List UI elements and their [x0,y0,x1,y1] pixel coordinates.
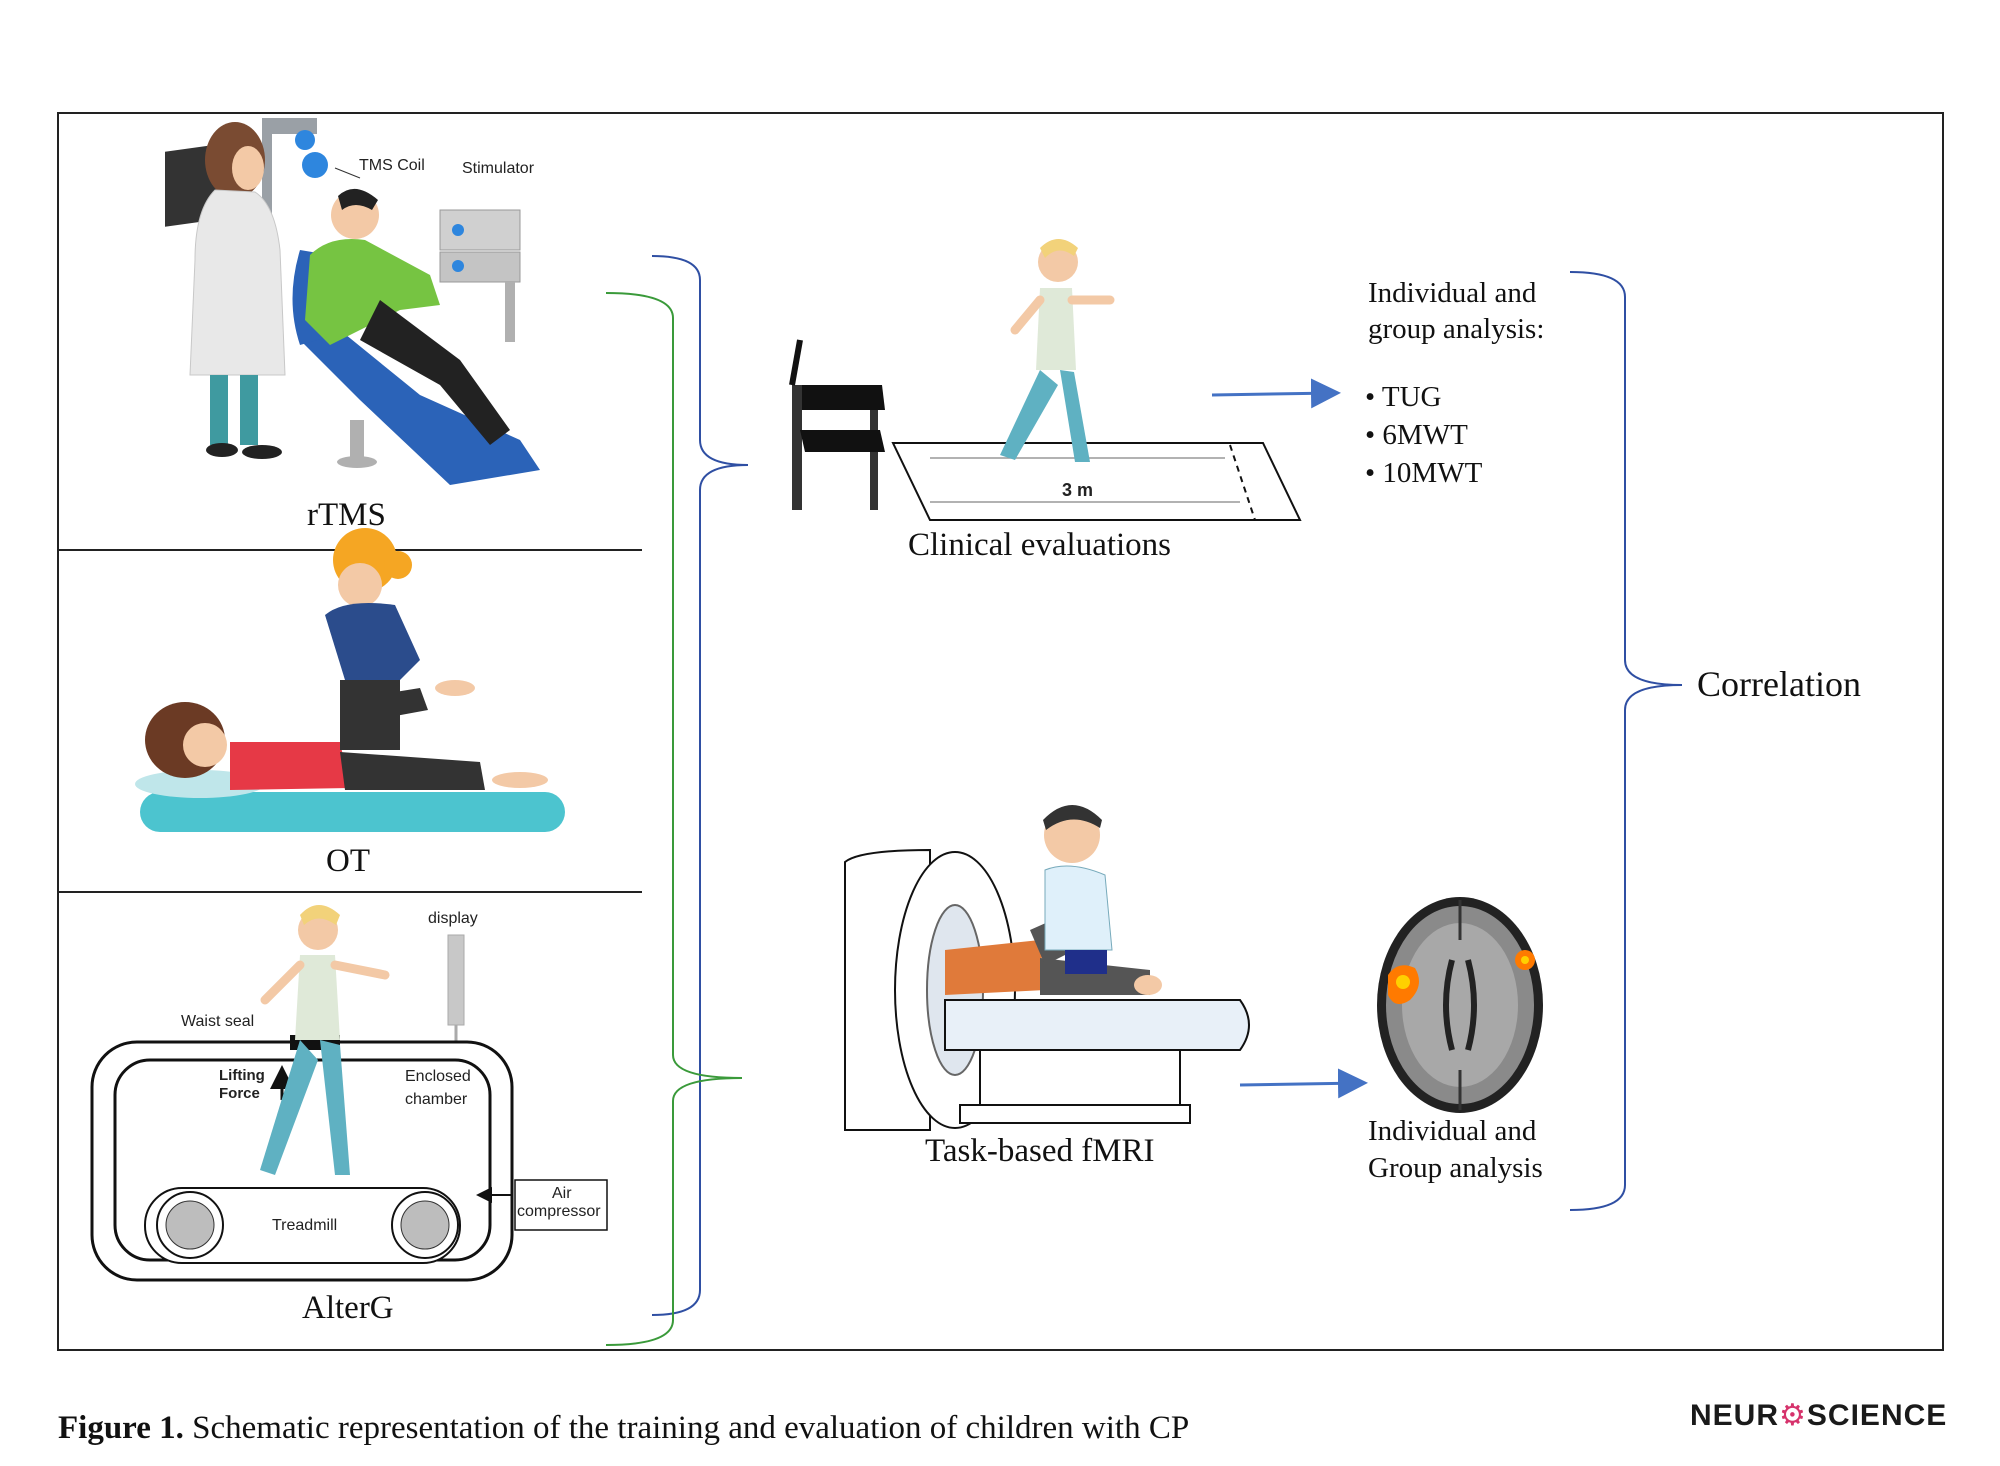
enclosed-chamber-label-1: Enclosed [405,1068,471,1085]
figure-number: Figure 1. [58,1410,184,1446]
enclosed-chamber-label-2: chamber [405,1091,468,1108]
outcome-measures-list: TUG 6MWT 10MWT [1365,378,1482,492]
lifting-force-label-1: Lifting [219,1067,265,1084]
tms-coil-label: TMS Coil [359,157,425,174]
figure-caption: Figure 1. Schematic representation of th… [58,1410,1189,1447]
air-compressor-label-2: compressor [517,1203,601,1220]
treadmill-label: Treadmill [272,1217,338,1234]
clinical-illustration [789,239,1302,521]
caption-text: Schematic representation of the training… [183,1410,1190,1446]
analysis-bottom-title-1: Individual and [1368,1115,1537,1147]
lifting-force-label-2: Force [219,1085,260,1102]
treadmill-belt [144,1187,461,1264]
brain-activation-icon [1377,897,1543,1113]
list-item: 10MWT [1365,454,1482,492]
distance-label: 3 m [1062,480,1094,500]
stimulator-label: Stimulator [462,160,535,177]
blue-right-bracket [1569,271,1683,1211]
correlation-label: Correlation [1697,664,1861,704]
alterg-illustration [90,905,608,1282]
clinical-arrow [1211,378,1341,409]
outer-frame [57,112,1944,1351]
ot-illustration [135,528,565,832]
fmri-illustration [844,805,1250,1131]
analysis-top-title-2: group analysis: [1368,313,1545,345]
ot-label: OT [326,843,370,879]
green-left-bracket [605,292,743,1346]
neuroscience-logo: NEUR⚙SCIENCE [1690,1398,1947,1433]
fmri-label: Task-based fMRI [925,1133,1155,1169]
analysis-bottom-title-2: Group analysis [1368,1152,1543,1184]
air-compressor-label-1: Air [552,1185,572,1202]
clinical-evaluations-label: Clinical evaluations [908,527,1172,563]
tms-coil-icon [302,152,328,178]
alterg-label: AlterG [302,1290,394,1326]
blue-left-bracket [651,255,749,1316]
list-item: TUG [1365,378,1482,416]
waist-seal-label: Waist seal [181,1013,255,1030]
rtms-label: rTMS [307,497,386,533]
analysis-top-title-1: Individual and [1368,277,1537,309]
fmri-arrow [1239,1068,1368,1099]
list-item: 6MWT [1365,416,1482,454]
logo-text-1: NEUR [1690,1399,1780,1432]
logo-mark-icon: ⚙ [1779,1399,1807,1432]
display-label: display [428,910,478,927]
logo-text-2: SCIENCE [1806,1399,1948,1432]
rtms-illustration [165,118,540,485]
